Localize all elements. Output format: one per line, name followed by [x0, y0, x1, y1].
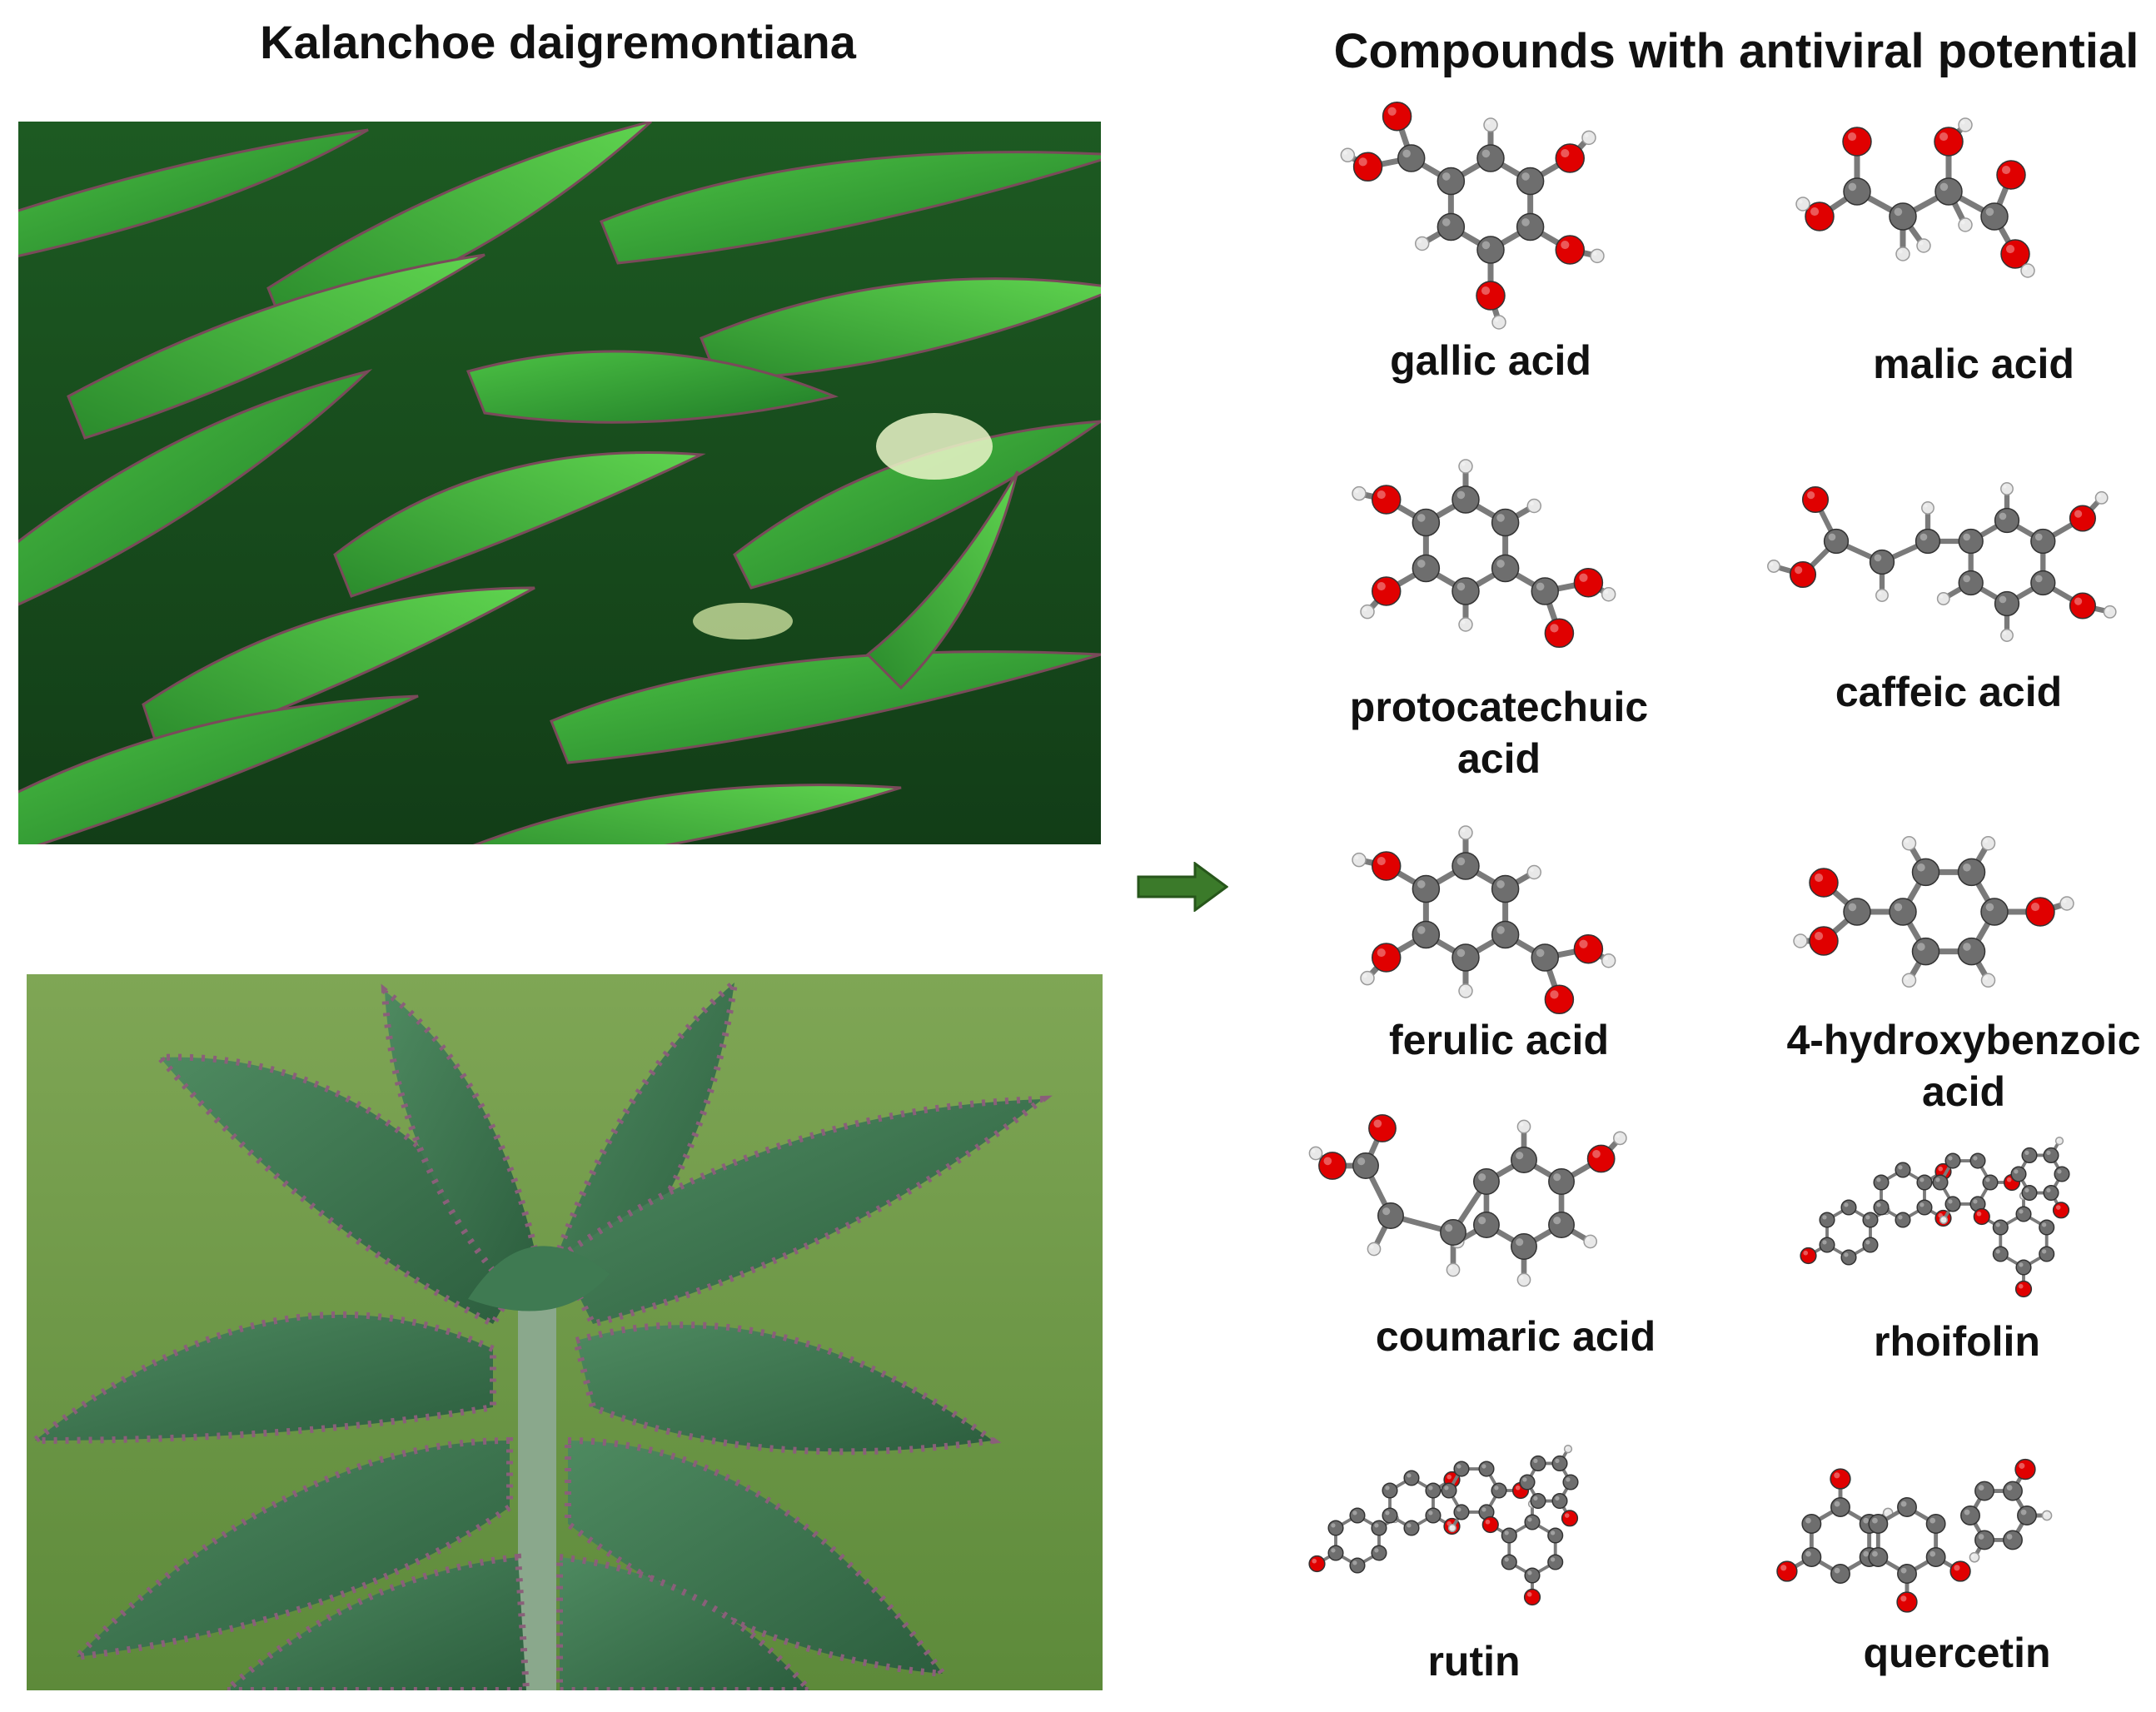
compound-coumaric-acid: coumaric acid: [1308, 1107, 1715, 1382]
ball-and-stick-molecule-icon: [1795, 117, 2035, 278]
ball-and-stick-molecule-icon: [1352, 825, 1616, 1015]
compound-gallic-acid: gallic acid: [1340, 101, 1715, 384]
compound-quercetin: quercetin: [1776, 1457, 2149, 1707]
compound-rutin: rutin: [1299, 1424, 1666, 1699]
compound-malic-acid: malic acid: [1790, 108, 2156, 387]
compound-label: coumaric acid: [1375, 1313, 1656, 1360]
kalanchoe-plant-illustration: [27, 974, 1103, 1690]
compound-protocatechuic-acid: protocatechuic acid: [1332, 450, 1715, 783]
compound-label: rutin: [1427, 1638, 1521, 1685]
compound-label: quercetin: [1863, 1630, 2051, 1676]
compound-label: protocatechuic acid: [1349, 684, 1649, 782]
ball-and-stick-molecule-icon: [1308, 1114, 1627, 1287]
compounds-section-title: Compounds with antiviral potential: [1333, 24, 2139, 78]
compound-label: gallic acid: [1390, 337, 1591, 384]
compound-4-hydroxybenzoic-acid: 4-hydroxybenzoic acid: [1782, 816, 2149, 1132]
kalanchoe-clump-photo: [18, 122, 1101, 844]
ball-and-stick-molecule-icon: [1340, 101, 1605, 330]
ball-and-stick-molecule-icon: [1800, 1137, 2070, 1298]
ball-and-stick-molecule-icon: [1776, 1458, 2053, 1613]
right-arrow-icon: [1137, 862, 1228, 912]
ball-and-stick-molecule-icon: [1793, 835, 2074, 988]
ball-and-stick-molecule-icon: [1767, 482, 2117, 642]
compound-label: malic acid: [1873, 341, 2074, 387]
compound-rhoifolin: rhoifolin: [1790, 1116, 2149, 1391]
kalanchoe-clump-illustration: [18, 122, 1101, 844]
plant-name-title: Kalanchoe daigremontiana: [260, 16, 856, 68]
kalanchoe-plant-photo: [27, 974, 1103, 1690]
ball-and-stick-molecule-icon: [1308, 1445, 1579, 1606]
compound-ferulic-acid: ferulic acid: [1332, 816, 1715, 1091]
compound-label: caffeic acid: [1835, 669, 2063, 715]
ball-and-stick-molecule-icon: [1352, 459, 1616, 649]
compound-label: 4-hydroxybenzoic acid: [1786, 1017, 2141, 1115]
compound-label: ferulic acid: [1389, 1017, 1609, 1063]
compound-caffeic-acid: caffeic acid: [1757, 466, 2156, 741]
compound-label: rhoifolin: [1874, 1318, 2040, 1365]
